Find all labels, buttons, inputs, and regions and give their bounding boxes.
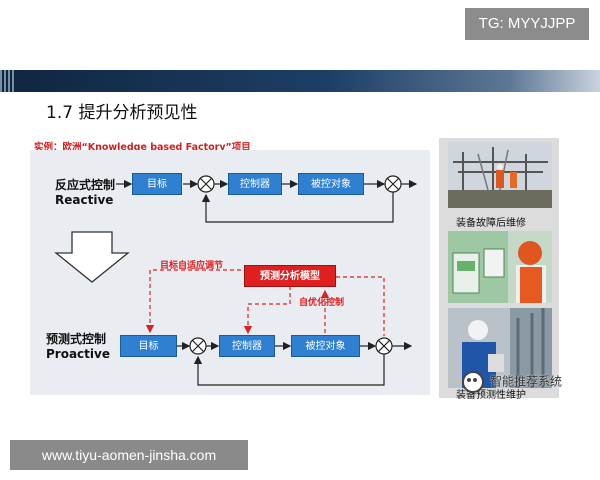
example-caption: 实例：欧洲“Knowledge based Factory”项目 [34, 142, 251, 153]
url-badge: www.tiyu-aomen-jinsha.com [10, 440, 248, 470]
watermark: 智能推荐系统 [462, 371, 562, 393]
photo-inspection [448, 231, 552, 303]
watermark-text: 智能推荐系统 [490, 374, 563, 389]
reactive-target-block: 目标 [132, 173, 182, 195]
prediction-model-block: 预测分析模型 [244, 265, 336, 287]
reactive-label-en: Reactive [55, 193, 114, 207]
goal-adaptation-label: 目标自适应调节 [160, 261, 224, 271]
proactive-label: 预测式控制 Proactive [46, 332, 110, 362]
transition-arrow [54, 231, 130, 283]
reactive-plant-block: 被控对象 [298, 173, 364, 195]
wechat-icon [462, 371, 484, 393]
proactive-label-cn: 预测式控制 [46, 332, 107, 346]
reactive-label-cn: 反应式控制 [55, 178, 116, 192]
proactive-controller-block: 控制器 [219, 335, 275, 357]
proactive-target-block: 目标 [120, 335, 177, 357]
photo-caption-fault-repair: 装备故障后维修 [456, 218, 526, 229]
photo-fault-repair [448, 142, 552, 208]
reactive-label: 反应式控制 Reactive [55, 178, 115, 208]
proactive-plant-block: 被控对象 [291, 335, 360, 357]
photo-caption-predictive-maintenance: 装备预测性维护 [456, 390, 526, 401]
slide-title: 1.7 提升分析预见性 [46, 103, 198, 123]
header-band-stripes [0, 70, 16, 92]
reactive-controller-block: 控制器 [228, 173, 282, 195]
self-optimization-label: 自优化控制 [299, 298, 345, 308]
proactive-label-en: Proactive [46, 347, 110, 361]
header-band [0, 70, 600, 92]
tg-badge: TG: MYYJJPP [465, 8, 589, 40]
